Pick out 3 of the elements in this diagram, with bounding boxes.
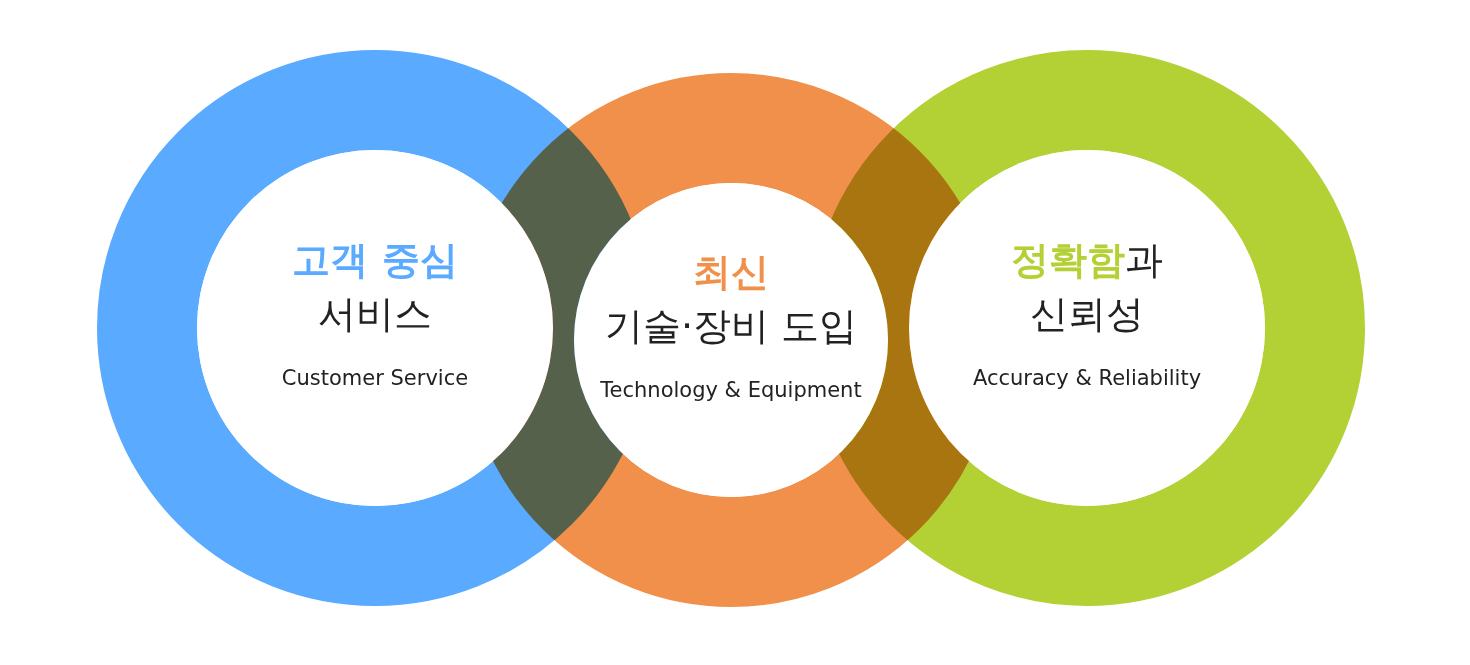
heading-text: 고객 중심 서비스 — [291, 237, 459, 338]
heading-text: 정확함과 신뢰성 — [1010, 237, 1164, 338]
heading-text: 최신 기술·장비 도입 — [603, 249, 859, 350]
